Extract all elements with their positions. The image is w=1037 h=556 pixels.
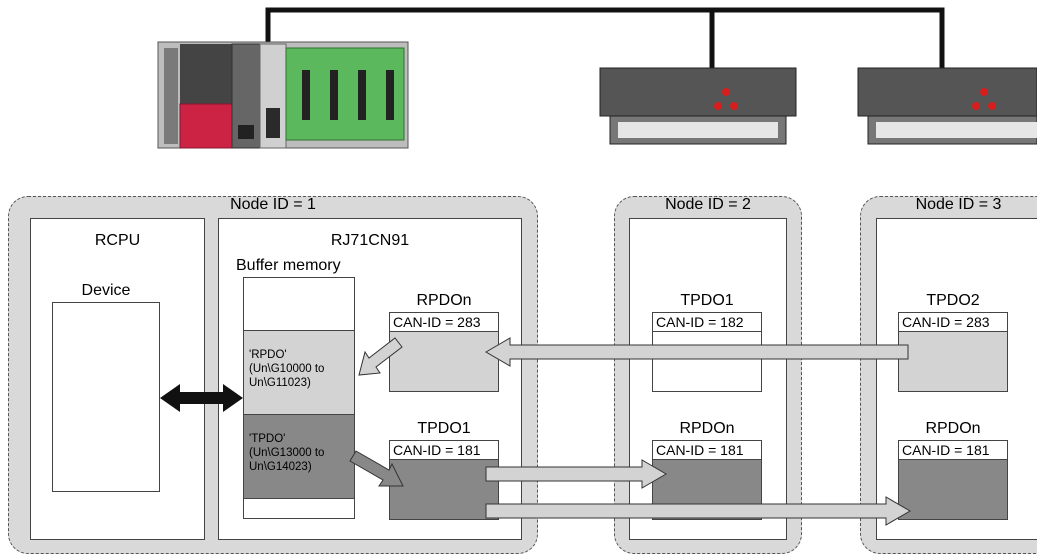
rcpu-title: RCPU: [94, 232, 141, 249]
buffer-rpdo-line1: 'RPDO': [249, 349, 287, 361]
node3-rpdo-canid: CAN-ID = 181: [898, 440, 1008, 460]
node3-tpdo-canid: CAN-ID = 283: [898, 312, 1008, 332]
node1-rpdo-canid: CAN-ID = 283: [389, 312, 499, 332]
buffer-tpdo-area: [243, 414, 355, 499]
node-id-label-2: Node ID = 2: [665, 196, 751, 213]
arrow-node1-tpdo1-to-node2-rpdon: [485, 459, 667, 489]
node1-tpdo-canid: CAN-ID = 181: [389, 440, 499, 460]
buffer-memory-top: [243, 277, 355, 331]
node1-tpdo-title: TPDO1: [417, 420, 471, 437]
node2-tpdo-title: TPDO1: [680, 292, 734, 309]
arrow-node3-tpdo2-to-node1-rpdon: [485, 337, 909, 367]
node-id-label-3: Node ID = 3: [915, 196, 1002, 213]
arrow-buffer-to-tpdo1: [349, 450, 404, 487]
arrow-node1-tpdo1-to-node3-rpdon: [485, 496, 911, 526]
buffer-rpdo-line2: (Un\G10000 to: [249, 363, 325, 375]
node1-rpdo-title: RPDOn: [416, 292, 472, 309]
buffer-memory-bottom: [243, 498, 355, 519]
node3-tpdo-title: TPDO2: [926, 292, 980, 309]
device-memory-box: [52, 302, 160, 492]
buffer-rpdo-line3: Un\G11023): [249, 377, 311, 389]
buffer-tpdo-line2: (Un\G13000 to: [249, 447, 325, 459]
node-id-label-1: Node ID = 1: [230, 196, 316, 213]
buffer-memory-label: Buffer memory: [236, 257, 341, 274]
node2-tpdo-canid: CAN-ID = 182: [652, 312, 762, 332]
device-buffer-double-arrow: [160, 384, 243, 412]
rj71cn91-title: RJ71CN91: [330, 232, 410, 249]
node3-rpdo-title: RPDOn: [925, 420, 981, 437]
node2-rpdo-canid: CAN-ID = 181: [652, 440, 762, 460]
node2-rpdo-title: RPDOn: [679, 420, 735, 437]
device-label: Device: [81, 282, 131, 299]
arrow-rpdon-to-buffer: [358, 337, 403, 376]
buffer-tpdo-line1: 'TPDO': [249, 433, 286, 445]
buffer-rpdo-area: [243, 330, 355, 415]
buffer-tpdo-line3: Un\G14023): [249, 461, 312, 473]
